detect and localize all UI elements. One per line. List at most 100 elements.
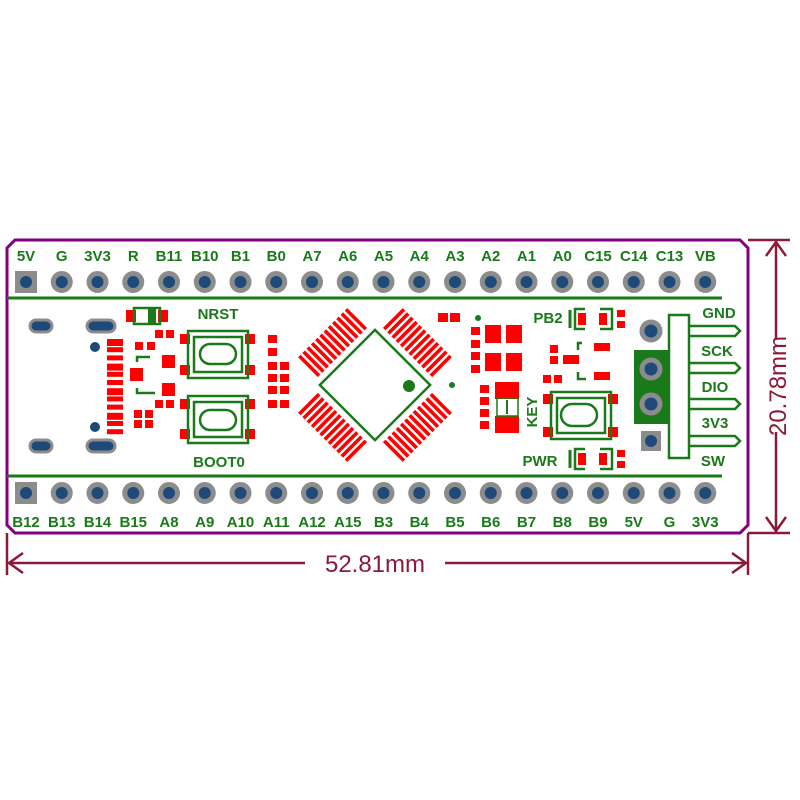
nrst-button[interactable]: NRST <box>180 306 255 380</box>
usb-pad <box>107 380 123 385</box>
mcu-pin-pad <box>412 409 435 433</box>
bottom-pin <box>301 482 323 504</box>
key-label: KEY <box>524 397 541 428</box>
mcu-pin-pad <box>336 316 359 339</box>
top-pin-label: A6 <box>338 248 357 265</box>
mcu-pin-pad <box>421 346 444 369</box>
bottom-pin-label: B6 <box>481 514 500 531</box>
top-pin-label: C14 <box>620 248 648 265</box>
mcu-pin-pad <box>408 414 431 437</box>
top-pin <box>336 271 359 293</box>
mcu-pin-pad <box>310 405 334 428</box>
top-pin-label: VB <box>695 248 716 265</box>
bottom-pin-label: B13 <box>48 514 76 531</box>
mcu-pin-pad <box>344 439 368 462</box>
mcu-pin-pad <box>323 329 346 352</box>
bottom-pin <box>193 482 216 504</box>
top-pin-label: A3 <box>445 248 464 265</box>
mcu-pin-pad <box>315 337 338 361</box>
width-dimension-label: 52.81mm <box>325 551 425 578</box>
swd-label-gnd: GND <box>702 305 736 322</box>
pwr-label: PWR <box>523 453 558 470</box>
bottom-pin-label: B15 <box>119 514 147 531</box>
usb-pad <box>107 396 123 402</box>
mcu-pin-pad <box>336 431 359 454</box>
mcu-pin-pad <box>412 337 435 361</box>
mcu-pin-pad <box>340 312 363 335</box>
mcu-pin-pad <box>425 397 448 420</box>
bottom-pin-label: G <box>664 514 676 531</box>
top-pin <box>694 271 717 293</box>
mcu-pin-pad <box>429 354 452 378</box>
bottom-pin <box>587 482 609 504</box>
pwr-led: PWR <box>523 447 625 471</box>
top-pin <box>158 271 180 293</box>
usb-pad <box>107 404 123 410</box>
usb-pad <box>107 339 123 346</box>
board-outline <box>5 238 750 535</box>
top-pin-label: A4 <box>410 248 430 265</box>
bottom-pin-label: A8 <box>159 514 178 531</box>
bottom-pin <box>408 482 431 504</box>
bottom-pin <box>229 482 252 504</box>
pb2-led: PB2 <box>533 307 625 331</box>
mcu-pin-pad <box>332 426 355 450</box>
bottom-pin <box>336 482 359 504</box>
bottom-pin-label: B5 <box>445 514 464 531</box>
mcu-pin-pad <box>302 397 325 420</box>
mcu-pin-pad <box>298 392 321 416</box>
top-pin <box>587 271 609 293</box>
key-button[interactable]: KEY <box>524 390 618 441</box>
usb-pad <box>107 371 123 377</box>
top-pin <box>658 271 681 293</box>
bottom-pin-label: B4 <box>410 514 430 531</box>
bottom-pin-label: A12 <box>298 514 326 531</box>
top-pin <box>408 271 431 293</box>
top-pin <box>622 271 645 293</box>
top-pin-label: B11 <box>156 248 183 265</box>
bottom-pin <box>479 482 502 504</box>
top-pin-label: A1 <box>517 248 536 265</box>
top-pin-label: G <box>56 248 68 265</box>
mcu-pin-pad <box>310 342 334 365</box>
top-pin <box>122 271 145 293</box>
bottom-pin-label: B8 <box>553 514 572 531</box>
swd-label-3v3: 3V3 <box>702 415 729 432</box>
top-pin-label: B10 <box>191 248 219 265</box>
bottom-pin-label: A11 <box>263 514 290 531</box>
usb-pad <box>107 412 123 420</box>
top-pin-label: A0 <box>553 248 572 265</box>
bottom-pin-label: A15 <box>334 514 362 531</box>
top-pin <box>229 271 252 293</box>
bottom-pin-label: B12 <box>12 514 40 531</box>
mcu-pin-pad <box>429 392 452 416</box>
bottom-pin <box>265 482 288 504</box>
bottom-pin-label: B3 <box>374 514 393 531</box>
mcu-pin-pad <box>306 346 329 369</box>
mcu-pin-pad <box>387 312 410 335</box>
mcu-pin-pad <box>416 405 440 428</box>
pb2-label: PB2 <box>533 310 562 327</box>
swd-label-dio: DIO <box>702 379 729 396</box>
bottom-pin <box>122 482 145 504</box>
top-pin-label: A2 <box>481 248 500 265</box>
mcu-pin-pad <box>399 422 423 445</box>
bottom-pin <box>444 482 466 504</box>
mcu-pin-pad <box>395 426 418 450</box>
bottom-pin-label: B9 <box>588 514 607 531</box>
passive-components <box>126 306 289 428</box>
top-pin <box>515 271 538 293</box>
top-pin-label: C15 <box>584 248 612 265</box>
bottom-pin <box>658 482 681 504</box>
top-pin-label: A5 <box>374 248 393 265</box>
bottom-pin <box>515 482 538 504</box>
bottom-pin-label: A10 <box>227 514 255 531</box>
swd-label-sck: SCK <box>701 343 733 360</box>
top-pin-label: R <box>128 248 139 265</box>
mcu-pin-pad <box>327 325 351 348</box>
bottom-pin-label: B7 <box>517 514 536 531</box>
top-pin <box>444 271 466 293</box>
boot0-button[interactable]: BOOT0 <box>180 394 255 471</box>
mcu-pin-pad <box>319 414 342 437</box>
